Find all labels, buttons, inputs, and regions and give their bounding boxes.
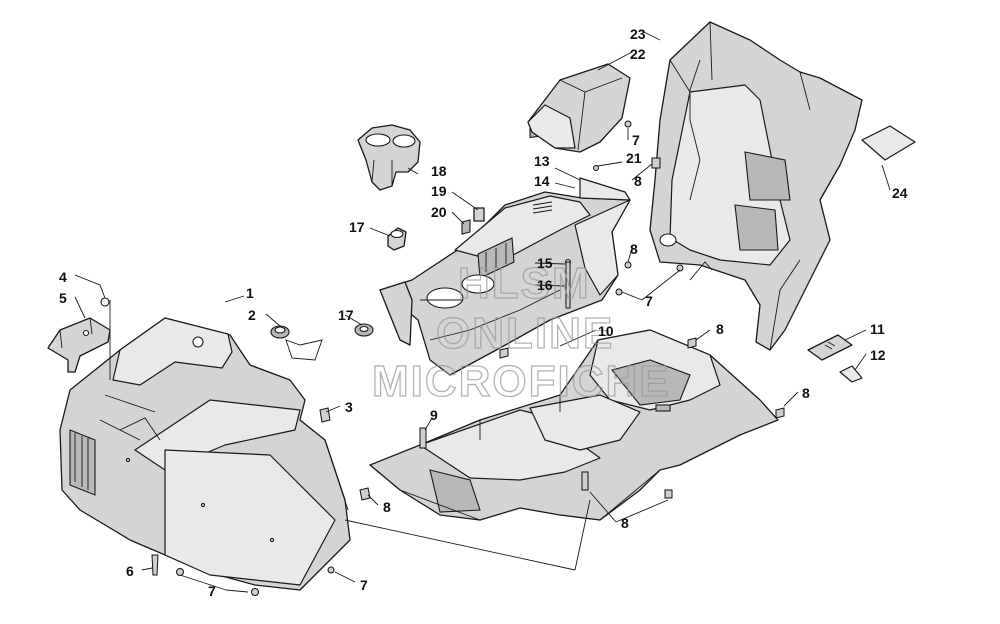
callout-9: 9: [430, 407, 438, 423]
callout-12: 12: [870, 347, 886, 363]
callout-14: 14: [534, 173, 550, 189]
leader-lines: [74, 29, 891, 593]
callout-1: 1: [246, 285, 254, 301]
callout-22: 22: [630, 46, 646, 62]
callout-24: 24: [892, 185, 908, 201]
callout-7-d: 7: [632, 132, 640, 148]
callout-17-b: 17: [338, 307, 354, 323]
callout-labels: 1 2 3 4 5 6 7 7 7 7 8 8 8 8 8 8 9 10 11 …: [59, 26, 908, 599]
callout-8-d: 8: [802, 385, 810, 401]
floor-pan-part: [369, 329, 779, 521]
callout-13: 13: [534, 153, 550, 169]
callout-16: 16: [537, 277, 553, 293]
watermark-line-3: MICROFICHE: [372, 357, 671, 406]
callout-20: 20: [431, 204, 447, 220]
callout-5: 5: [59, 290, 67, 306]
front-panel-part: [59, 317, 351, 591]
callout-11: 11: [870, 321, 885, 337]
clip-plate-part: [807, 334, 863, 383]
callout-4: 4: [59, 269, 67, 285]
callout-8-e: 8: [634, 173, 642, 189]
callout-8-a: 8: [383, 499, 391, 515]
watermark: HLSM ONLINE MICROFICHE: [371, 258, 671, 406]
callout-7-b: 7: [360, 577, 368, 593]
top-cover-part: [527, 63, 631, 153]
callout-18: 18: [431, 163, 447, 179]
callout-8-f: 8: [630, 241, 638, 257]
callout-8-c: 8: [716, 321, 724, 337]
callout-2: 2: [248, 307, 256, 323]
callout-10: 10: [598, 323, 614, 339]
callout-3: 3: [345, 399, 353, 415]
callout-6: 6: [126, 563, 134, 579]
watermark-line-1: HLSM: [458, 259, 591, 308]
fasteners: [151, 120, 785, 596]
watermark-line-2: ONLINE: [436, 309, 614, 358]
callout-7-a: 7: [208, 583, 216, 599]
cup-holder-part: [357, 124, 421, 191]
rear-panel-part: [649, 21, 916, 351]
callout-15: 15: [537, 255, 553, 271]
callout-19: 19: [431, 183, 447, 199]
power-outlet-part: [354, 227, 407, 337]
callout-21: 21: [626, 150, 642, 166]
mounting-bracket-part: [47, 297, 111, 373]
callout-23: 23: [630, 26, 646, 42]
center-console-part: [379, 119, 631, 376]
callout-8-b: 8: [621, 515, 629, 531]
grommet-part: [270, 325, 323, 361]
callout-17-a: 17: [349, 219, 365, 235]
callout-7-c: 7: [645, 293, 653, 309]
